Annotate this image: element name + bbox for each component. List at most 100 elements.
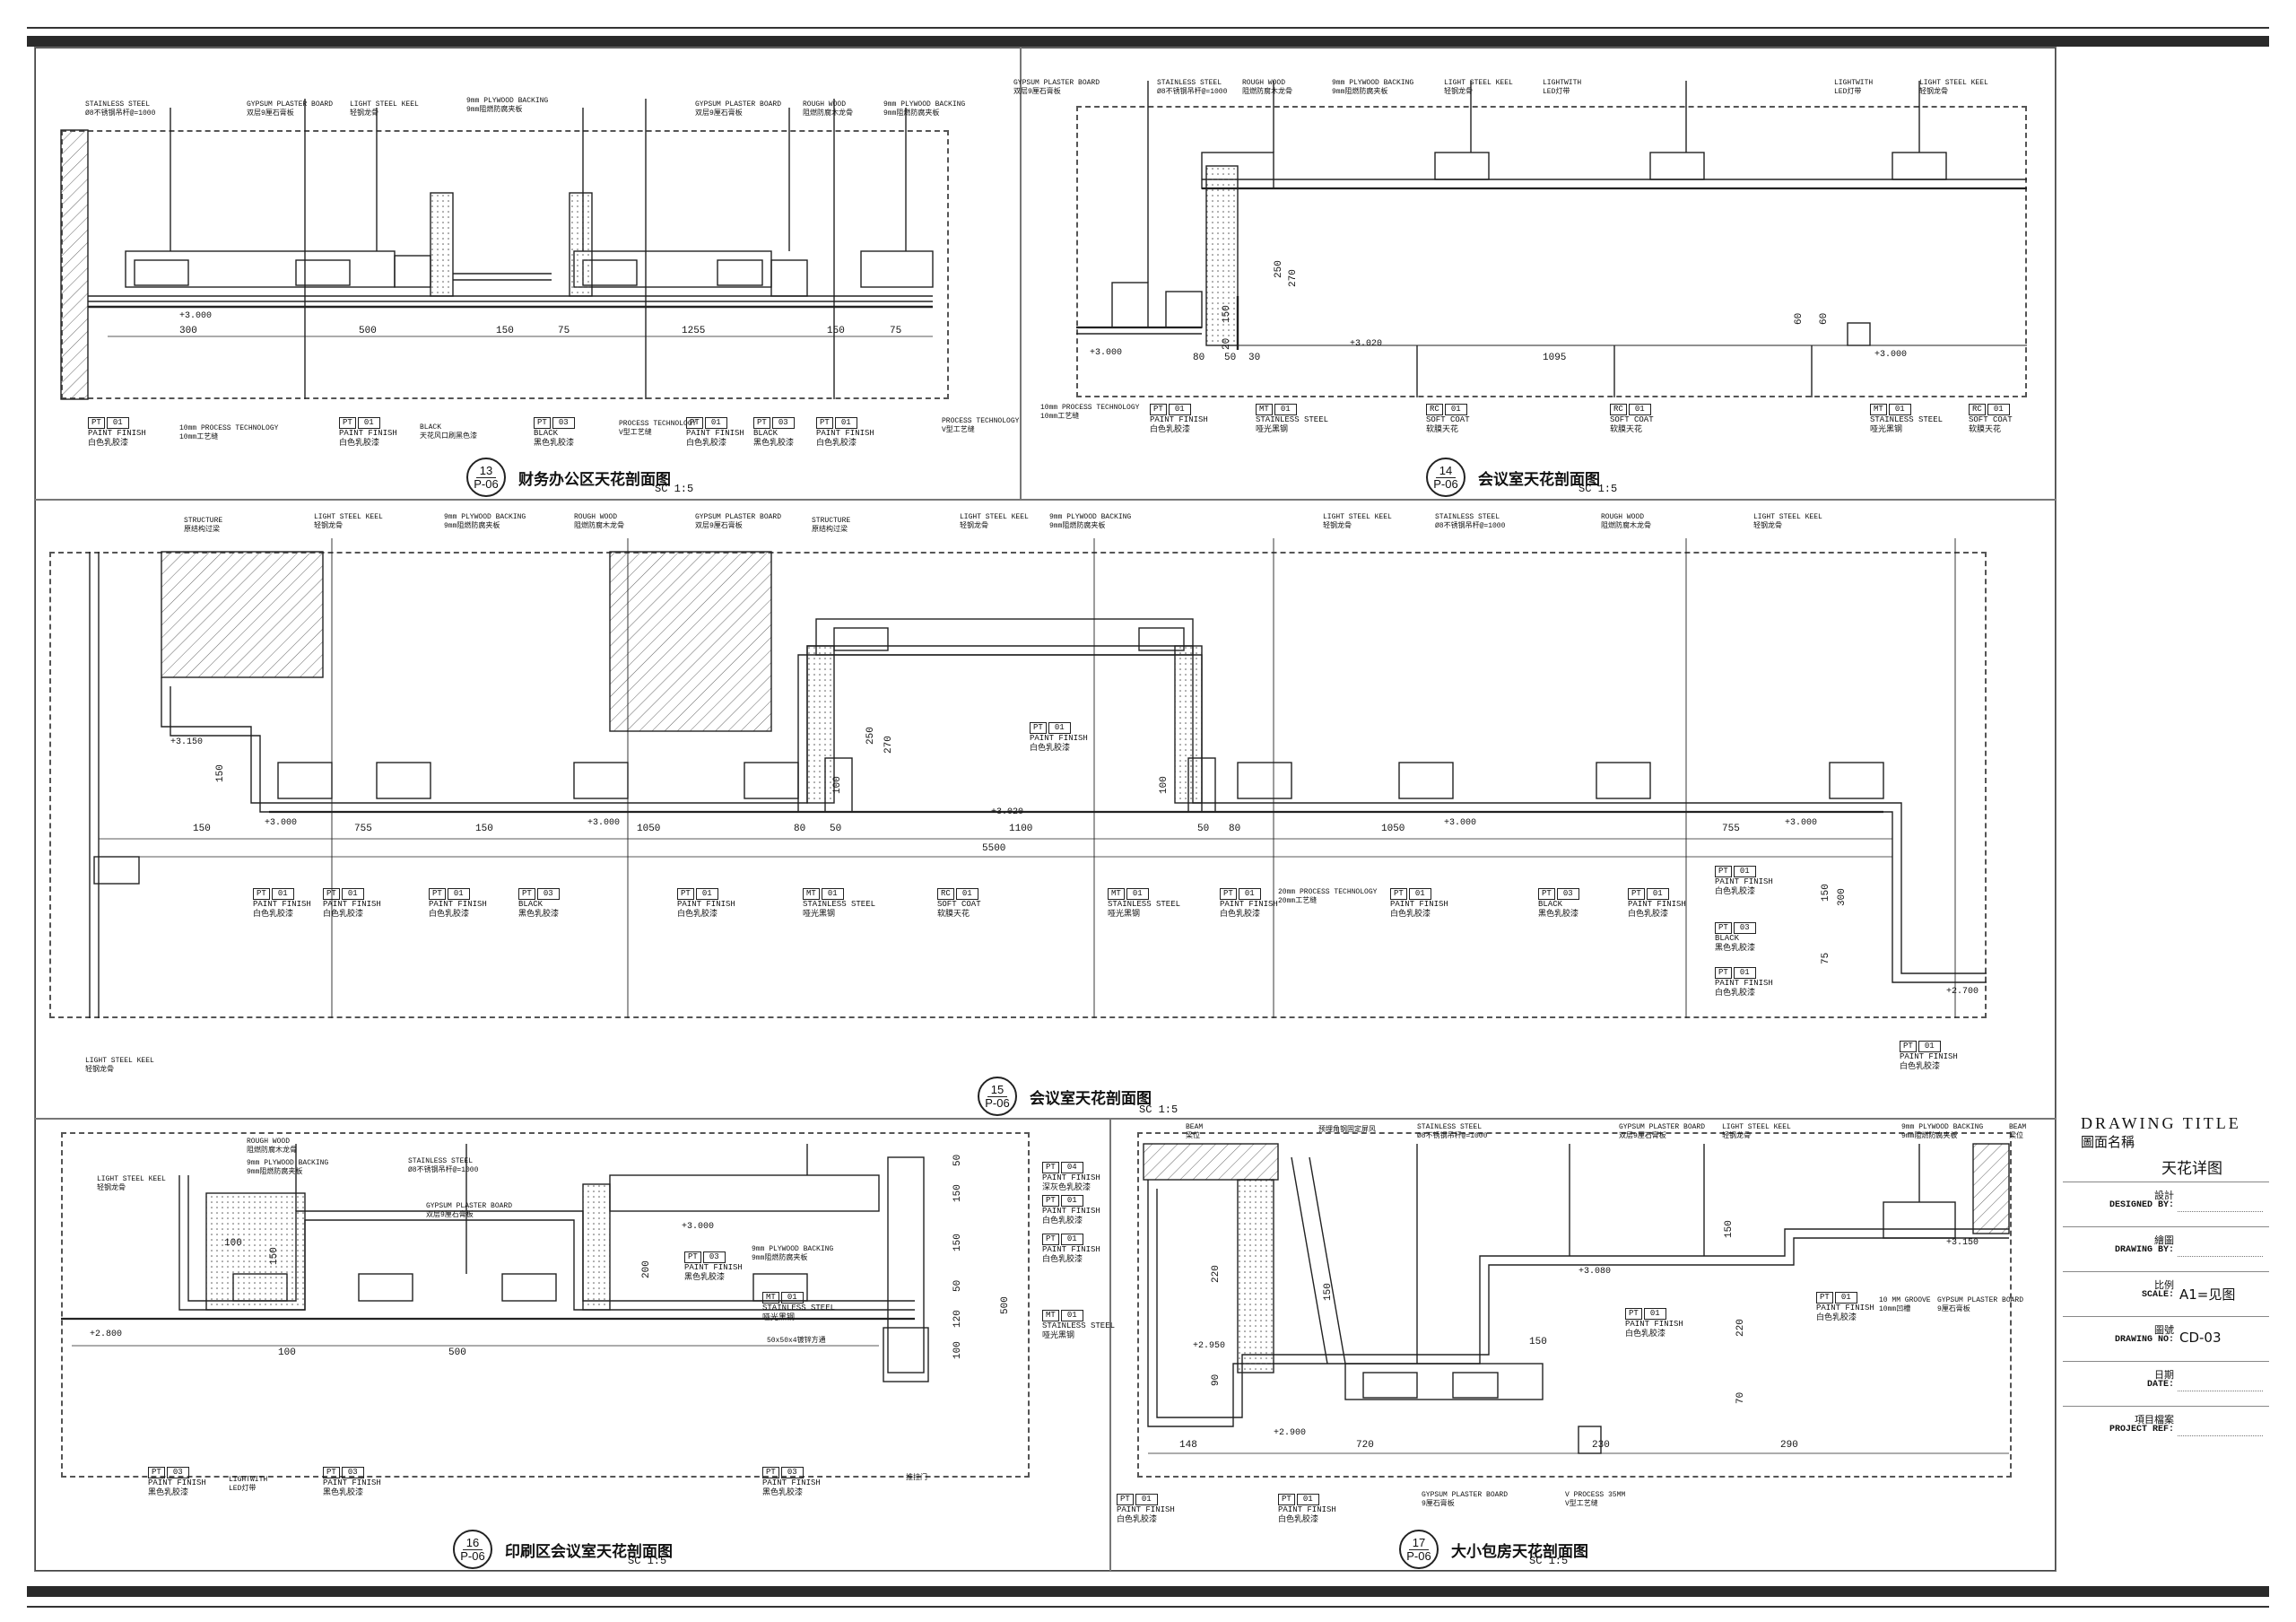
section-13-scale: SC 1:5 — [655, 483, 694, 495]
dim-17-6: 290 — [1780, 1440, 1798, 1451]
dim-17-10: 150 — [1323, 1283, 1334, 1301]
dim-13-4: 75 — [558, 326, 570, 336]
dim-14-2: 50 — [1224, 353, 1237, 363]
dim-15-9: 50 — [1197, 824, 1210, 834]
dim-13-5: 1255 — [682, 326, 706, 336]
dim-15-18: 150 — [1821, 884, 1831, 902]
section-17-callout-bubble: 17 P-06 — [1399, 1530, 1439, 1569]
note-angle-17: 预埋角钢固定屏风 — [1318, 1126, 1376, 1134]
section-15-title: 会议室天花剖面图 — [1030, 1089, 1152, 1108]
row-project-ref-en: PROJECT REF: — [2109, 1425, 2174, 1435]
dim-15-15: 100 — [832, 776, 843, 794]
dim-14-5: 250 — [1274, 260, 1284, 278]
section-17-sheet: P-06 — [1406, 1548, 1431, 1563]
section-14-title-row: 14 P-06 会议室天花剖面图 — [1426, 458, 1600, 497]
dim-17-8: 90 — [1211, 1373, 1222, 1386]
dim-15-16: 100 — [1159, 776, 1170, 794]
title-block-row-project-ref: 項目檔案 PROJECT REF: — [2063, 1406, 2269, 1452]
dim-15-6: 50 — [830, 824, 842, 834]
row-scale-zh: 比例 — [2154, 1279, 2174, 1291]
level-17-a: +2.950 — [1193, 1341, 1226, 1351]
section-15-boundary — [49, 552, 1987, 1018]
dim-16-6: 150 — [952, 1184, 963, 1202]
dim-15-14: 270 — [883, 736, 894, 754]
section-16-scale: SC 1:5 — [628, 1555, 667, 1567]
dim-17-11: 220 — [1211, 1265, 1222, 1283]
dim-16-12: 100 — [952, 1341, 963, 1359]
dim-16-11: 50 — [952, 1154, 963, 1166]
section-17-title-row: 17 P-06 大小包房天花剖面图 — [1399, 1530, 1588, 1569]
dim-14-6: 270 — [1288, 269, 1299, 287]
dim-15-5: 80 — [794, 824, 806, 834]
dim-13-6: 150 — [827, 326, 845, 336]
title-block-row-date: 日期 DATE: — [2063, 1361, 2269, 1407]
dim-17-4: 220 — [1735, 1319, 1746, 1337]
title-block-heading-en: DRAWING TITLE — [2081, 1114, 2241, 1132]
dim-16-4: 500 — [448, 1347, 466, 1358]
panel-section-16 — [34, 1119, 1110, 1572]
section-16-number: 16 — [462, 1536, 483, 1550]
row-drawing-no-zh: 圖號 — [2154, 1324, 2174, 1336]
level-16-b: +3.000 — [682, 1222, 715, 1232]
panel-section-17 — [1110, 1119, 2057, 1572]
section-13-title-row: 13 P-06 财务办公区天花剖面图 — [466, 458, 671, 497]
level-17-c: +3.080 — [1578, 1267, 1612, 1277]
section-17-title: 大小包房天花剖面图 — [1451, 1542, 1588, 1561]
dim-17-5: 230 — [1592, 1440, 1610, 1451]
section-17-boundary — [1137, 1132, 2012, 1478]
section-14-title: 会议室天花剖面图 — [1478, 470, 1600, 489]
section-14-boundary — [1076, 106, 2027, 397]
section-14-callout-bubble: 14 P-06 — [1426, 458, 1465, 497]
dim-15-10: 80 — [1229, 824, 1241, 834]
row-designed-zh: 設計 — [2154, 1190, 2174, 1201]
sheet-border-bottom-bar — [27, 1586, 2269, 1597]
dim-14-1: 80 — [1193, 353, 1205, 363]
level-15-a: +3.150 — [170, 737, 204, 747]
sheet-border-top-bar — [27, 36, 2269, 47]
row-designed-en: DESIGNED BY: — [2109, 1200, 2174, 1210]
section-17-scale: SC 1:5 — [1529, 1555, 1569, 1567]
title-block: DRAWING TITLE 圖面名稱 天花详图 設計 DESIGNED BY: … — [2063, 47, 2269, 1572]
dim-16-1: 100 — [224, 1238, 242, 1249]
title-block-heading-zh: 圖面名稱 — [2081, 1134, 2135, 1150]
